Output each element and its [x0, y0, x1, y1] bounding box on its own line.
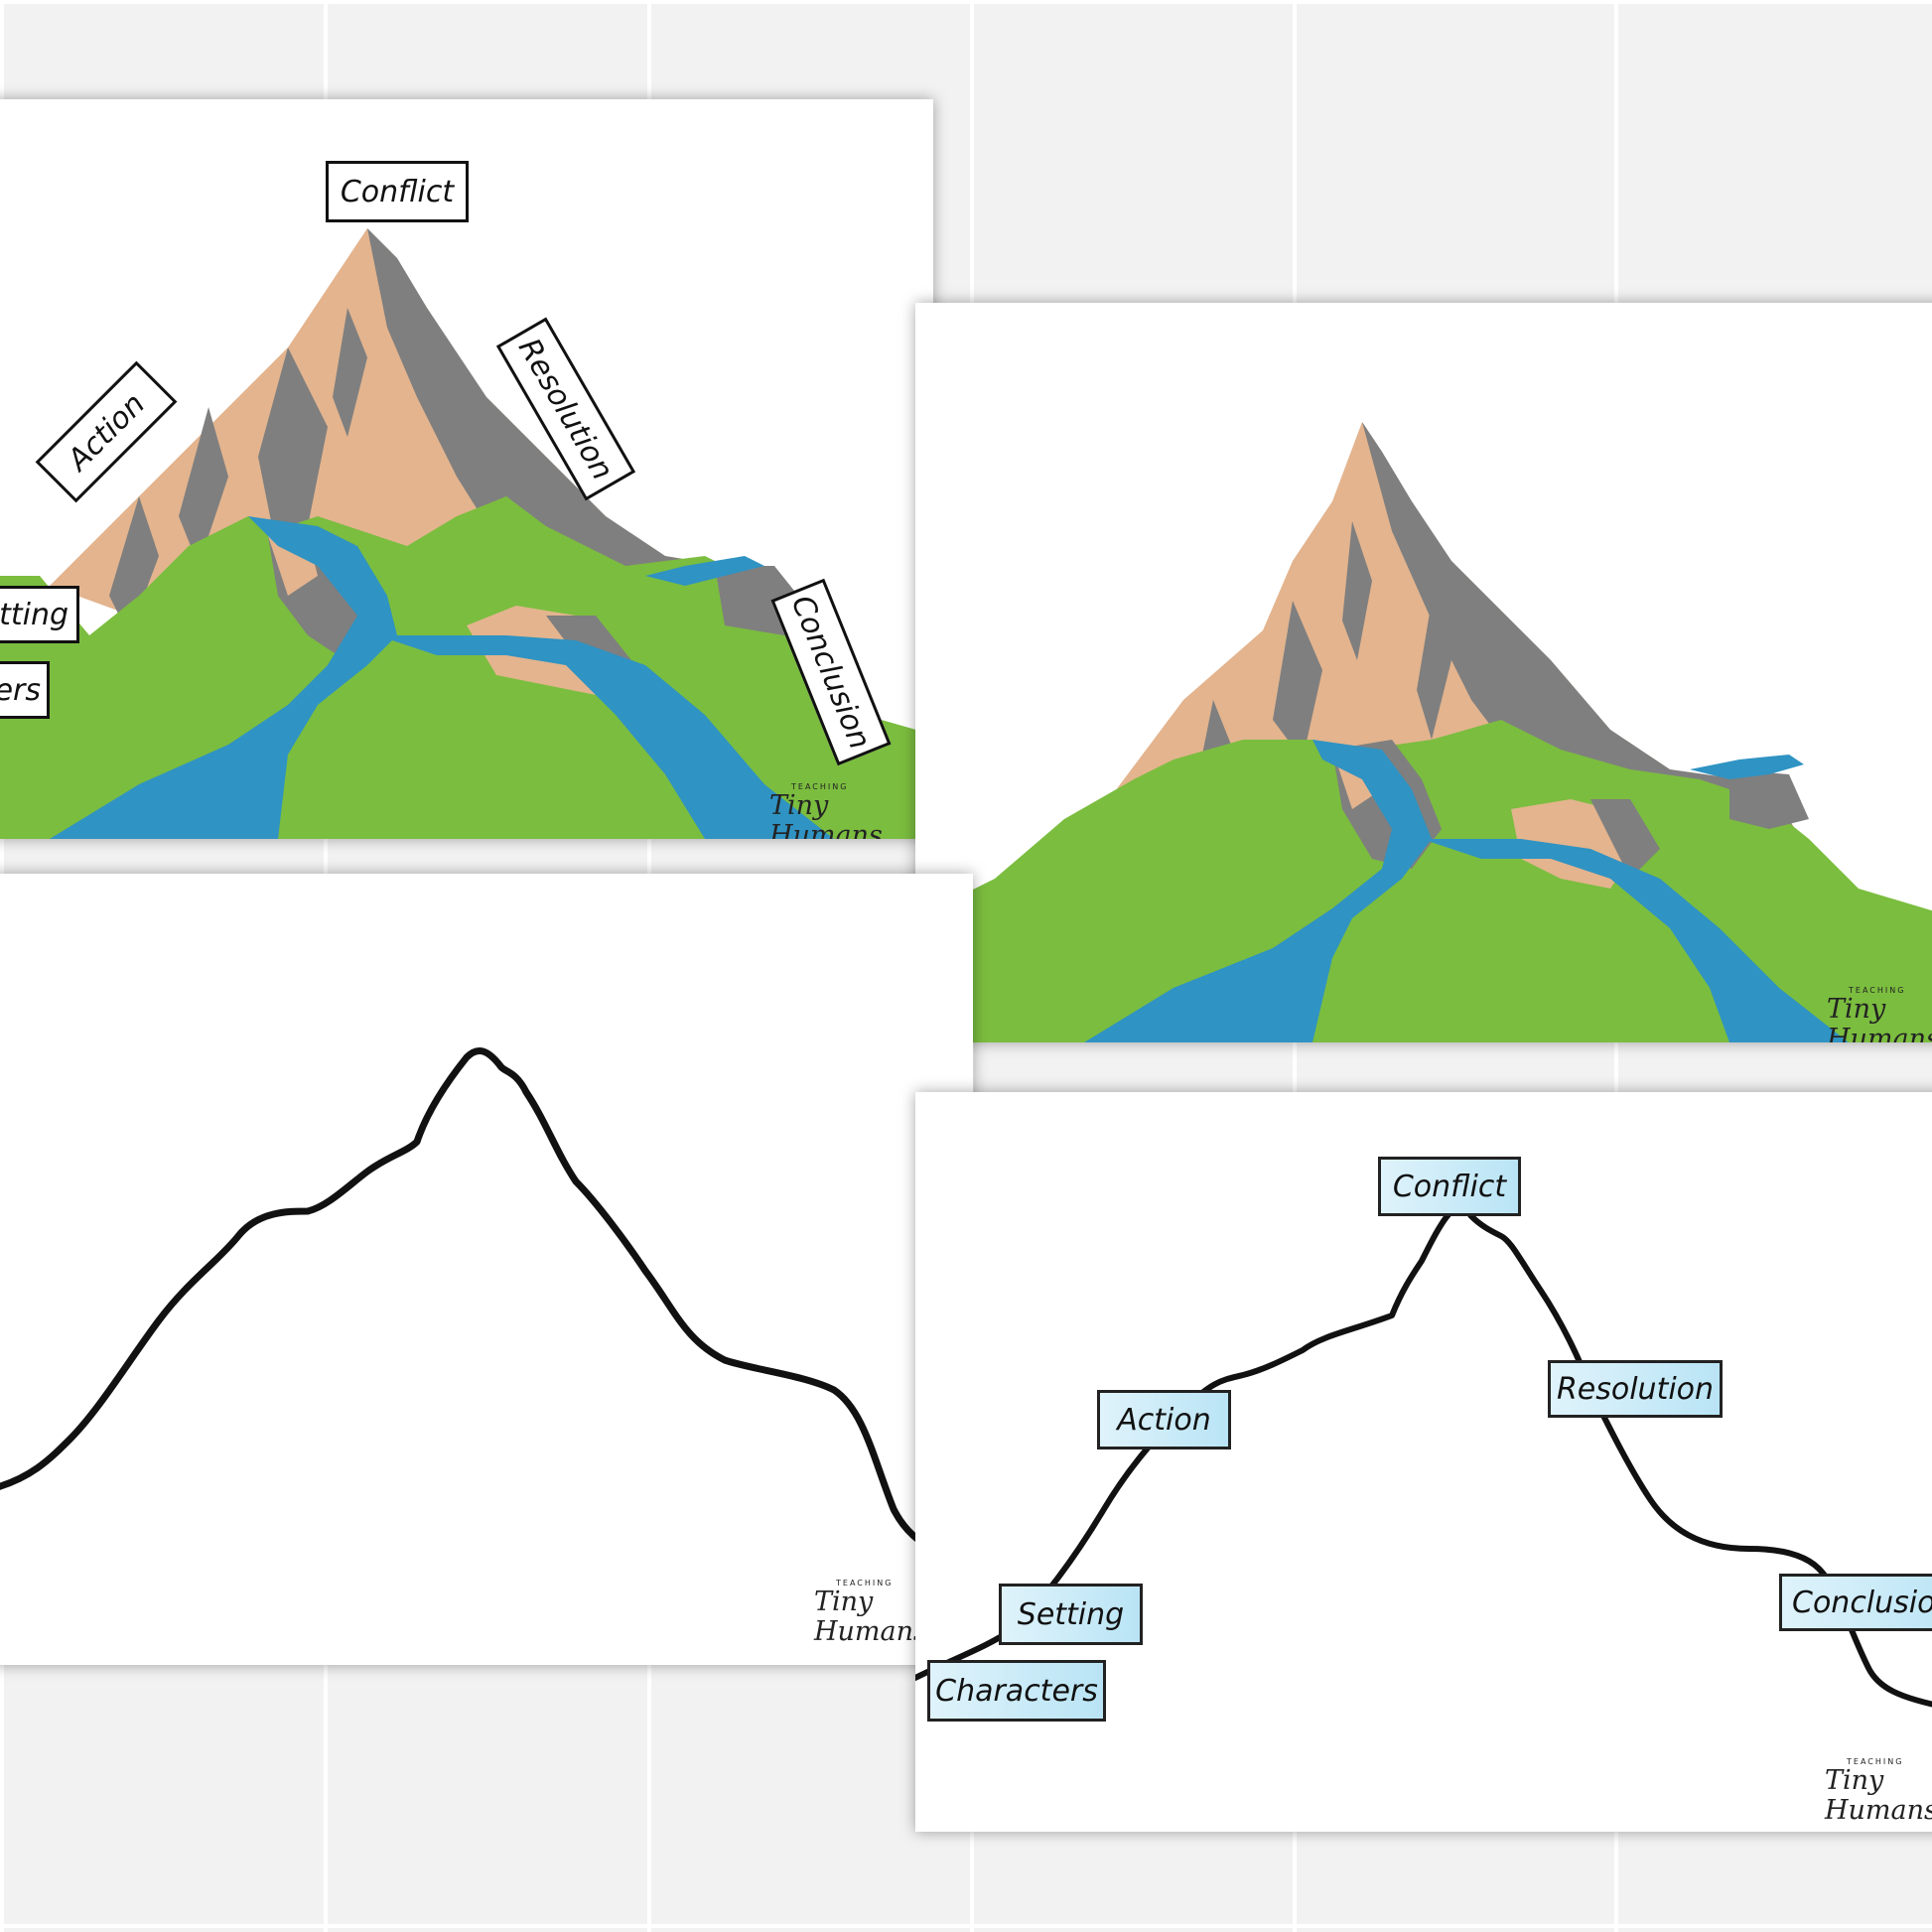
colored-mountain-illustration	[915, 422, 1932, 1042]
label-characters: Characters	[927, 1660, 1106, 1722]
colored-unlabeled-sheet: TEACHING Tiny Humans	[915, 303, 1932, 1042]
brand-logo: TEACHING Tiny Humans	[814, 1579, 927, 1647]
label-resolution: Resolution	[1548, 1360, 1723, 1418]
label-conflict: Conflict	[1378, 1157, 1521, 1216]
mountain-outline-line	[0, 1047, 973, 1585]
colored-mountain-illustration	[0, 228, 933, 839]
label-conclusion: Conclusion	[1779, 1574, 1932, 1631]
labeled-outline-sheet: Conflict Action Resolution Setting Chara…	[915, 1092, 1932, 1832]
brand-logo: TEACHING Tiny Humans	[1827, 986, 1932, 1042]
label-action: Action	[1097, 1390, 1231, 1449]
label-conflict: Conflict	[326, 161, 469, 222]
blank-outline-sheet: TEACHING Tiny Humans	[0, 874, 973, 1665]
colored-labeled-sheet: Conflict Action Resolution Conclusion tt…	[0, 99, 933, 839]
label-setting: Setting	[999, 1584, 1143, 1645]
label-setting: tting	[0, 586, 79, 643]
brand-logo: TEACHING Tiny Humans	[1825, 1757, 1932, 1826]
label-characters: ters	[0, 661, 50, 719]
brand-logo: TEACHING Tiny Humans	[769, 782, 883, 839]
